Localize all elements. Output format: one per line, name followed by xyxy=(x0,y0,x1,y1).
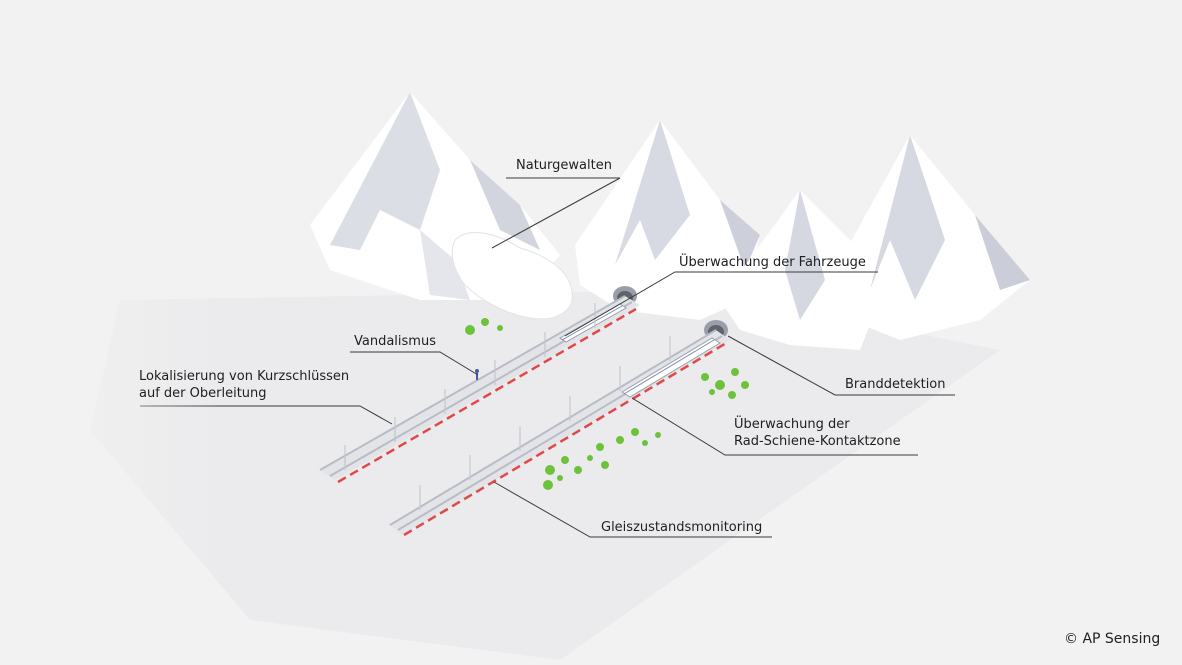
label-vandalismus: Vandalismus xyxy=(354,334,436,349)
copyright-notice: © AP Sensing xyxy=(1064,631,1161,647)
label-naturgewalten: Naturgewalten xyxy=(516,158,612,173)
label-kontaktzone: Überwachung der Rad-Schiene-Kontaktzone xyxy=(734,417,901,449)
mountain-right-1 xyxy=(720,190,880,350)
landslide-snow xyxy=(451,232,573,320)
leader-vandalismus xyxy=(350,351,479,376)
sensing-cable-upper xyxy=(337,307,637,484)
mountain-center xyxy=(575,120,760,320)
leader-fahrzeuge xyxy=(564,271,878,337)
leader-lines xyxy=(140,177,955,538)
trees xyxy=(465,318,749,490)
catenary-poles xyxy=(344,303,671,510)
train-lower xyxy=(621,337,721,398)
leader-kontaktzone xyxy=(631,397,918,456)
sensing-cable-lower xyxy=(403,340,729,537)
mountain-right-2 xyxy=(835,135,1030,340)
label-kurzschluss: Lokalisierung von Kurzschlüssen auf der … xyxy=(139,369,350,401)
leader-naturgewalten xyxy=(491,177,621,249)
label-fahrzeuge: Überwachung der Fahrzeuge xyxy=(679,255,866,270)
label-branddetektion: Branddetektion xyxy=(845,377,946,392)
ground-plane xyxy=(90,290,1000,660)
label-gleiszustand: Gleiszustandsmonitoring xyxy=(601,520,763,535)
leader-gleiszustand xyxy=(493,481,772,538)
leader-branddetektion xyxy=(727,335,955,396)
